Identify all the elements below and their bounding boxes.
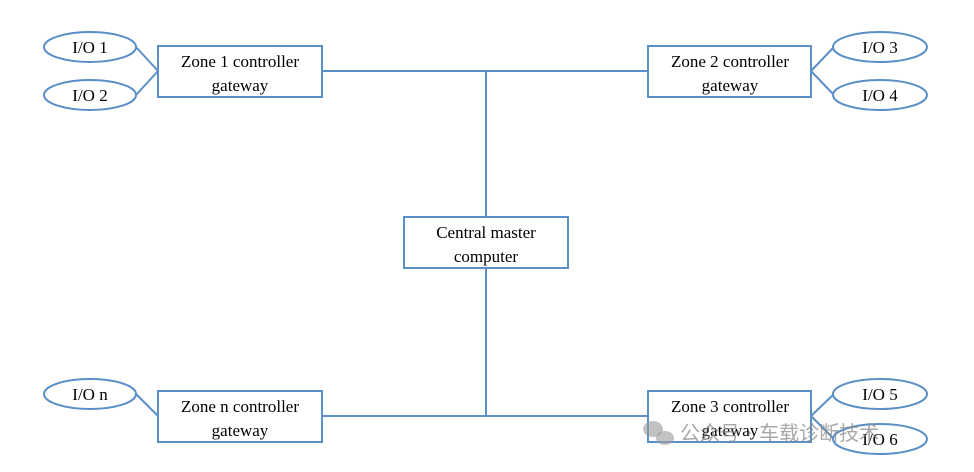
link-zone2-io3	[810, 46, 835, 72]
io-3-label: I/O 3	[862, 38, 897, 57]
link-ion-zonen	[135, 393, 159, 417]
link-zone3-io6	[810, 415, 835, 440]
link-zone3-io5	[810, 393, 835, 417]
link-zone2-io4	[810, 70, 835, 96]
central-master-computer: Central master computer	[403, 216, 569, 269]
io-1-label: I/O 1	[72, 38, 107, 57]
io-n: I/O n	[43, 378, 137, 410]
central-label-line2: computer	[454, 247, 519, 266]
connections	[135, 46, 835, 440]
zone-3-controller-gateway: Zone 3 controller gateway	[647, 390, 812, 443]
zone-n-label-line2: gateway	[212, 421, 269, 440]
io-2-label: I/O 2	[72, 86, 107, 105]
link-io1-zone1	[135, 46, 159, 72]
io-5: I/O 5	[832, 378, 928, 410]
central-label-line1: Central master	[436, 223, 536, 242]
zone-1-label-line2: gateway	[212, 76, 269, 95]
io-4-label: I/O 4	[862, 86, 898, 105]
wechat-icon	[643, 421, 674, 445]
zone-2-controller-gateway: Zone 2 controller gateway	[647, 45, 812, 98]
zone-3-label-line2: gateway	[702, 421, 759, 440]
io-4: I/O 4	[832, 79, 928, 111]
io-1: I/O 1	[43, 31, 137, 63]
zone-2-label-line2: gateway	[702, 76, 759, 95]
watermark-text: 公众号 · 车载诊断技术	[680, 421, 879, 445]
io-6: I/O 6	[832, 423, 928, 455]
io-5-label: I/O 5	[862, 385, 897, 404]
zone-3-label-line1: Zone 3 controller	[671, 397, 789, 416]
io-2: I/O 2	[43, 79, 137, 111]
zone-2-label-line1: Zone 2 controller	[671, 52, 789, 71]
zone-1-label-line1: Zone 1 controller	[181, 52, 299, 71]
zone-n-controller-gateway: Zone n controller gateway	[157, 390, 323, 443]
watermark: 公众号 · 车载诊断技术	[643, 421, 879, 445]
io-6-label: I/O 6	[862, 430, 897, 449]
zone-n-label-line1: Zone n controller	[181, 397, 299, 416]
io-n-label: I/O n	[72, 385, 108, 404]
zone-1-controller-gateway: Zone 1 controller gateway	[157, 45, 323, 98]
link-io2-zone1	[135, 70, 159, 96]
io-3: I/O 3	[832, 31, 928, 63]
